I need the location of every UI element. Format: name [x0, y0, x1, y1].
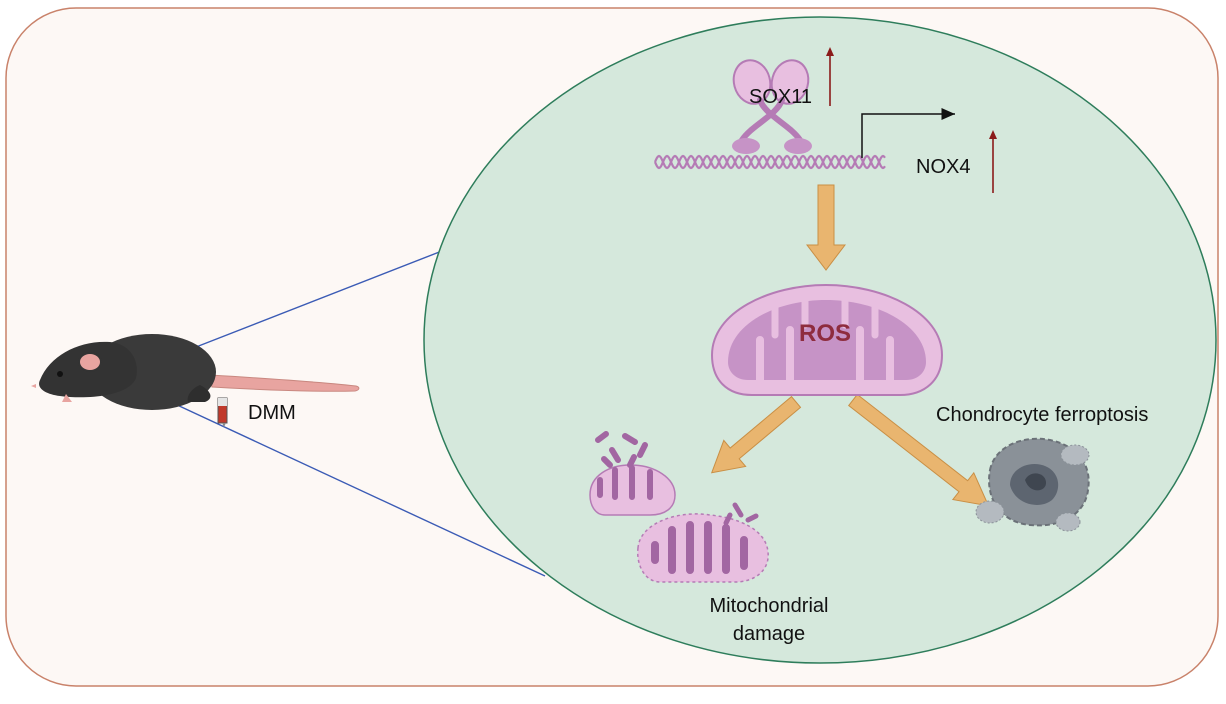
chondrocyte-ferroptosis-label: Chondrocyte ferroptosis: [936, 404, 1149, 426]
mitochondrial-damage-label-line1: Mitochondrial: [709, 595, 829, 617]
ros-label: ROS: [798, 320, 852, 347]
transcription-arrow-icon: [861, 108, 955, 158]
sox11-dimer-icon: [732, 59, 812, 154]
sox11-label: SOX11: [749, 86, 812, 108]
nox4-label: NOX4: [916, 156, 971, 178]
nox4-up-arrow-icon: [989, 130, 997, 193]
mitochondrion-icon: [710, 283, 944, 396]
sox11-up-arrow-icon: [826, 47, 834, 106]
damaged-mitochondria-icon: [589, 431, 769, 583]
zoom-line-top: [195, 248, 448, 348]
dmm-label: DMM: [248, 402, 296, 424]
dna-helix-icon: [653, 154, 886, 170]
dna-strand-b: [653, 154, 886, 170]
flow-arrow-left-down: [710, 395, 802, 474]
mouse-icon: [31, 334, 360, 427]
ferroptotic-cell-icon: [975, 437, 1090, 532]
flow-arrow-right-down: [847, 393, 990, 507]
flow-arrow-down: [805, 184, 847, 271]
mitochondrial-damage-label-line2: damage: [732, 623, 806, 645]
zoom-line-bottom: [174, 403, 546, 577]
